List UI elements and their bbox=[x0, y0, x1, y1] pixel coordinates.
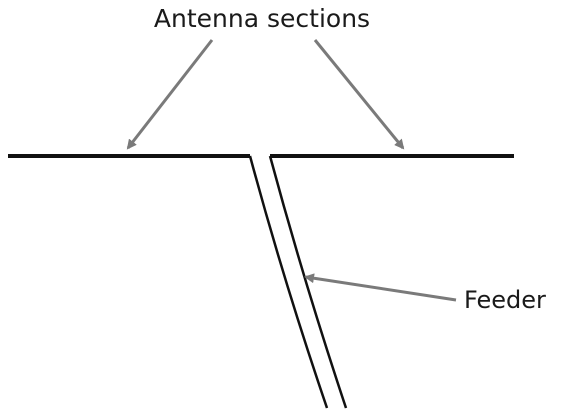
left-antenna-arrow bbox=[126, 39, 214, 150]
antenna-sections-label: Antenna sections bbox=[154, 4, 370, 33]
feeder-label: Feeder bbox=[464, 286, 546, 314]
right-antenna-arrow bbox=[313, 39, 405, 150]
feeder-arrow bbox=[304, 273, 457, 302]
feeder-left-conductor bbox=[248, 155, 329, 409]
